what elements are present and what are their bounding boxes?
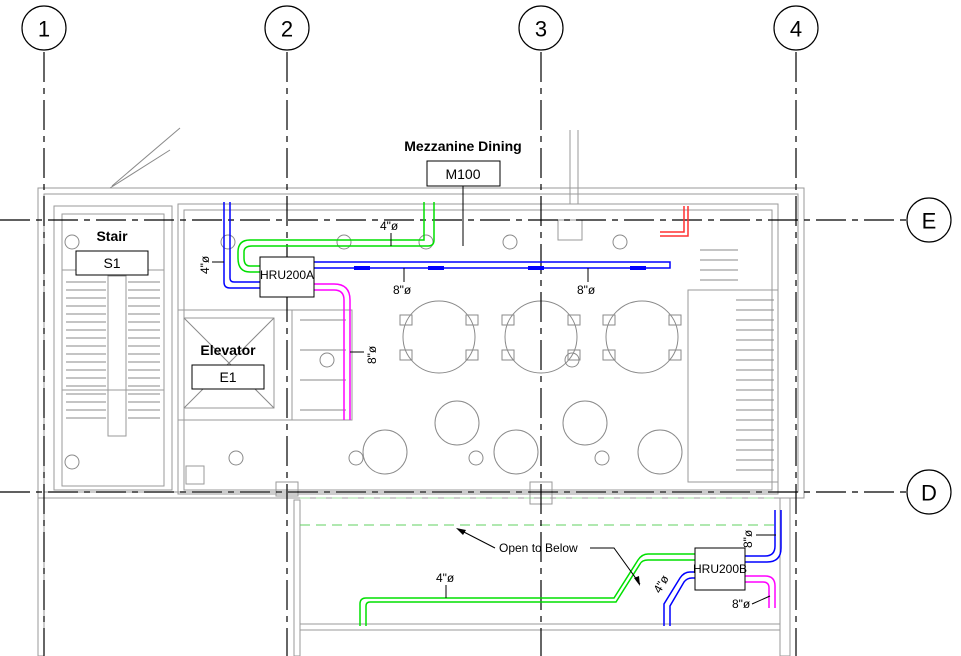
svg-text:8"ø: 8"ø xyxy=(365,345,379,364)
outside-air-duct-a xyxy=(314,283,351,420)
duct-size-labels: 4"ø 4"ø 8"ø 8"ø 8"ø 4"ø 4"ø 8"ø 8"ø xyxy=(198,219,776,611)
exhaust-duct-b xyxy=(663,571,695,626)
diffusers xyxy=(64,234,628,470)
svg-text:S1: S1 xyxy=(103,255,120,271)
grid-bubble-4: 4 xyxy=(773,5,819,51)
svg-text:3: 3 xyxy=(535,17,547,42)
svg-text:8"ø: 8"ø xyxy=(741,529,755,548)
grid-lines xyxy=(0,52,906,656)
hru200b-unit[interactable]: HRU200B xyxy=(693,547,747,591)
outside-air-duct-b xyxy=(745,575,776,608)
svg-text:4: 4 xyxy=(790,17,802,42)
svg-text:1: 1 xyxy=(38,17,50,42)
walls xyxy=(37,127,805,656)
exhaust-duct-b-right xyxy=(745,510,782,563)
grid-bubble-2: 2 xyxy=(264,5,310,51)
dining-tables xyxy=(362,300,683,475)
exhaust-main xyxy=(314,261,671,269)
svg-text:M100: M100 xyxy=(445,166,480,182)
exhaust-duct-a xyxy=(223,202,260,289)
svg-text:HRU200A: HRU200A xyxy=(260,268,314,282)
open-to-below-note: Open to Below xyxy=(456,528,641,586)
svg-text:2: 2 xyxy=(281,17,293,42)
svg-text:8"ø: 8"ø xyxy=(732,597,751,611)
supply-duct-b xyxy=(359,553,695,626)
ductwork xyxy=(223,202,782,626)
svg-text:HRU200B: HRU200B xyxy=(693,562,747,576)
svg-text:Elevator: Elevator xyxy=(200,342,256,358)
svg-text:E1: E1 xyxy=(219,369,236,385)
grid-bubble-d: D xyxy=(906,469,952,515)
hru200a-unit[interactable]: HRU200A xyxy=(259,256,315,298)
svg-text:Open to Below: Open to Below xyxy=(499,541,578,555)
svg-text:E: E xyxy=(922,209,937,234)
room-tag-dining[interactable]: Mezzanine Dining M100 xyxy=(404,138,522,246)
svg-text:4"ø: 4"ø xyxy=(650,572,672,595)
grid-bubble-1: 1 xyxy=(21,5,67,51)
svg-text:4"ø: 4"ø xyxy=(380,219,399,233)
room-tag-elevator[interactable]: Elevator E1 xyxy=(191,342,265,390)
svg-text:D: D xyxy=(921,481,937,506)
svg-text:8"ø: 8"ø xyxy=(393,283,412,297)
duct-fittings xyxy=(354,266,646,270)
relief-duct xyxy=(660,206,689,237)
svg-text:Stair: Stair xyxy=(96,228,128,244)
room-tag-stair[interactable]: Stair S1 xyxy=(75,228,149,276)
grid-bubble-3: 3 xyxy=(518,5,564,51)
supply-duct-a xyxy=(237,202,435,273)
stair-treads xyxy=(66,281,160,419)
svg-text:4"ø: 4"ø xyxy=(198,255,212,274)
svg-text:4"ø: 4"ø xyxy=(436,571,455,585)
svg-text:Mezzanine Dining: Mezzanine Dining xyxy=(404,138,521,154)
grid-bubble-e: E xyxy=(906,197,952,243)
svg-text:8"ø: 8"ø xyxy=(577,283,596,297)
